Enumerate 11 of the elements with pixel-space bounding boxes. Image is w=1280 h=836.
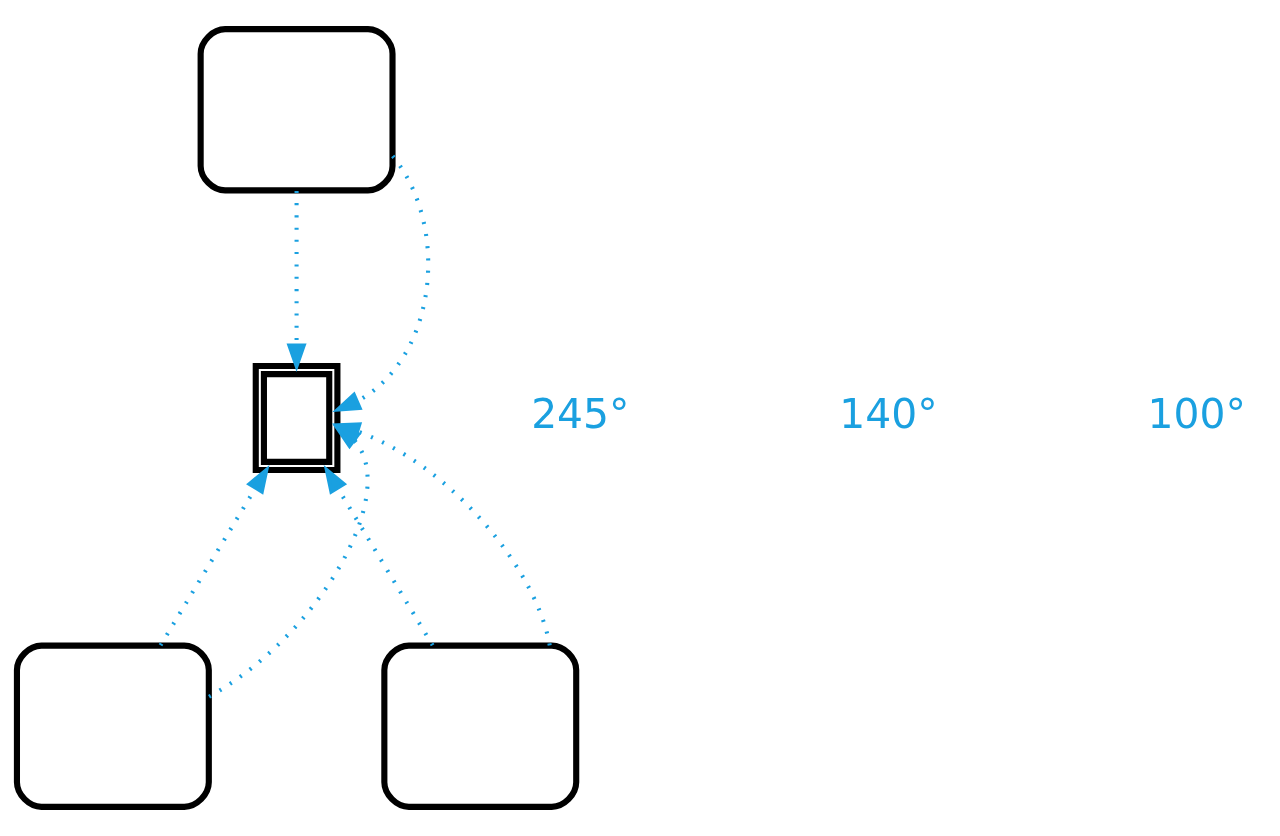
node-box [13,642,212,810]
label: 100° [1147,390,1246,439]
node-box [381,642,580,810]
arrow [332,154,431,413]
node-box [252,362,341,474]
arrow [323,464,435,647]
label: 140° [839,390,938,439]
arrow [286,190,307,372]
label: 245° [531,390,630,439]
arrow [158,464,270,647]
node-box [197,26,396,194]
